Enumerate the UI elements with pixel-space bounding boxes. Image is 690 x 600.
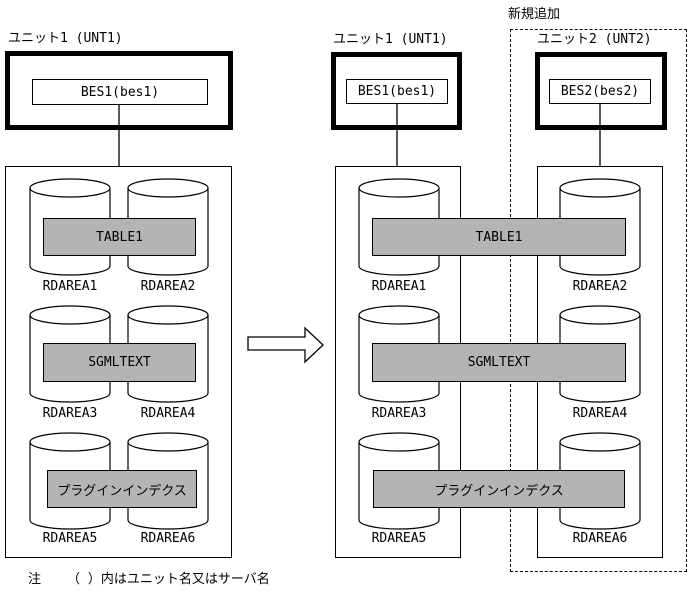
new-addition-dashed-region <box>510 29 687 572</box>
after-bes2-box: BES2(bes2) <box>549 79 651 104</box>
after-unit2-label: ユニット2 (UNT2) <box>537 32 652 47</box>
after-bes1-box: BES1(bes1) <box>346 79 448 104</box>
after-rdarea3-label: RDAREA3 <box>371 406 427 421</box>
before-rdarea1-label: RDAREA1 <box>42 279 98 294</box>
after-rdarea2-label: RDAREA2 <box>572 279 628 294</box>
after-table1-band: TABLE1 <box>372 218 626 256</box>
before-sgmltext-band: SGMLTEXT <box>43 343 196 382</box>
after-unit1-label: ユニット1 (UNT1) <box>333 32 448 47</box>
note-prefix: 注 <box>28 572 42 587</box>
before-rdarea6-label: RDAREA6 <box>140 531 196 546</box>
note-text: （ ）内はユニット名又はサーバ名 <box>67 572 270 587</box>
new-addition-label: 新規追加 <box>508 7 561 22</box>
after-rdarea1-label: RDAREA1 <box>371 279 427 294</box>
before-bes1-box: BES1(bes1) <box>32 79 208 105</box>
after-rdarea4-label: RDAREA4 <box>572 406 628 421</box>
before-unit1-label: ユニット1 (UNT1) <box>8 31 123 46</box>
before-table1-band: TABLE1 <box>43 218 196 256</box>
transition-arrow <box>247 326 324 364</box>
after-rdarea6-label: RDAREA6 <box>572 531 628 546</box>
before-rdarea4-label: RDAREA4 <box>140 406 196 421</box>
before-rdarea2-label: RDAREA2 <box>140 279 196 294</box>
before-rdarea5-label: RDAREA5 <box>42 531 98 546</box>
after-rdarea5-label: RDAREA5 <box>371 531 427 546</box>
before-plugin-index-band: プラグインインデクス <box>47 470 197 508</box>
after-plugin-index-band: プラグインインデクス <box>373 470 625 508</box>
after-sgmltext-band: SGMLTEXT <box>372 343 626 382</box>
before-rdarea3-label: RDAREA3 <box>42 406 98 421</box>
